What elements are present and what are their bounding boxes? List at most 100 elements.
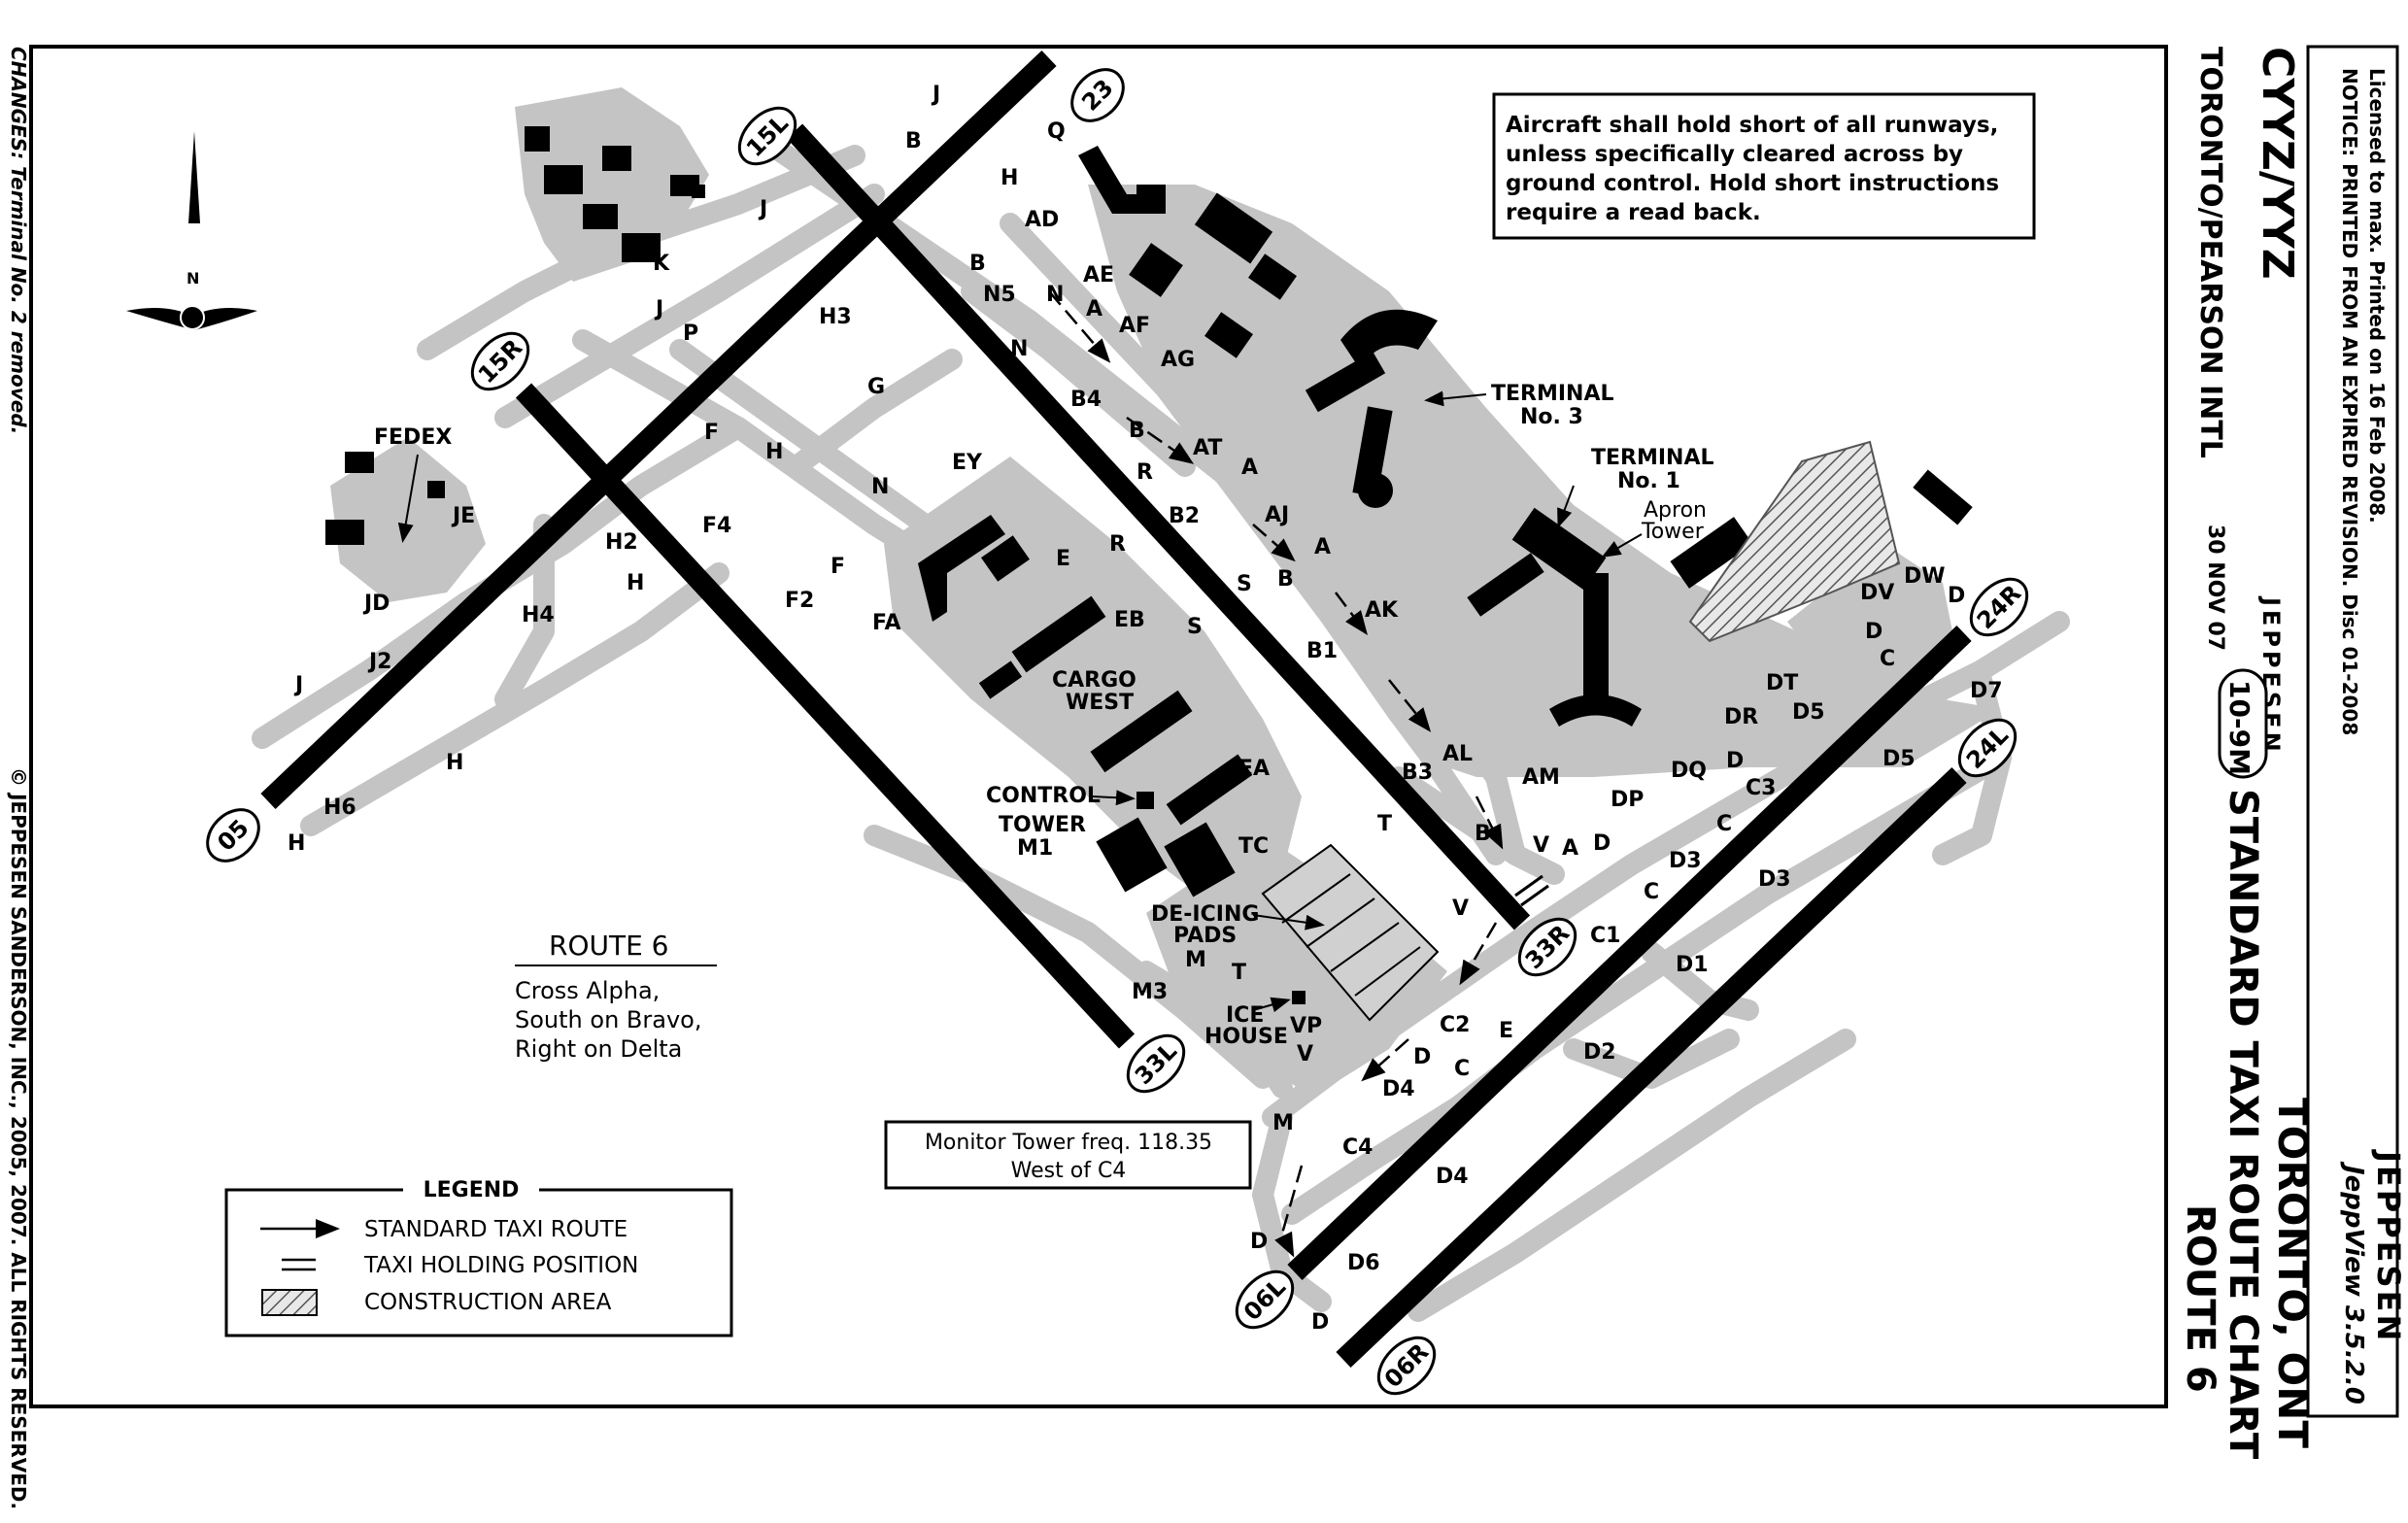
taxiway-label: A — [1562, 836, 1578, 861]
taxiway-label: H — [627, 571, 644, 595]
taxiway-label: C2 — [1440, 1013, 1470, 1037]
taxiway-label: J — [758, 197, 767, 221]
taxiway-label: V — [1533, 833, 1549, 858]
terminal1-pier-south — [1583, 573, 1609, 699]
taxiway-label: AE — [1083, 263, 1114, 288]
taxiway-label: EY — [952, 451, 983, 475]
route-arrow-9 — [1274, 1165, 1304, 1258]
legend-item-label: CONSTRUCTION AREA — [364, 1290, 612, 1315]
route-arrow-2 — [1126, 416, 1195, 464]
chart-number-badge: 10-9M — [2218, 668, 2268, 779]
taxiway-label: TC — [1238, 834, 1269, 859]
hangar-ad — [1078, 146, 1141, 214]
taxiway-label: N — [871, 475, 889, 499]
taxiway-label: D3 — [1758, 867, 1791, 892]
taxiway-label: H — [765, 440, 783, 464]
taxiway-d-south — [1407, 1029, 1856, 1322]
chart-date: 30 NOV 07 — [2203, 525, 2227, 651]
bldg-fedex-2 — [325, 520, 364, 545]
taxiway-label: B — [1277, 567, 1294, 592]
taxiway-label: S — [1237, 572, 1252, 596]
route-arrow-7 — [1459, 922, 1498, 986]
taxiway-label: H4 — [522, 603, 555, 627]
taxiway-label: EA — [1238, 757, 1270, 781]
legend-hatch-icon — [261, 1289, 318, 1316]
legend: LEGEND STANDARD TAXI ROUTE TAXI HOLDING … — [224, 1178, 733, 1337]
terminal3-building — [1340, 309, 1438, 369]
taxiway-label: C1 — [1590, 924, 1620, 948]
taxiway-label: C — [1716, 812, 1732, 836]
control-tower-label-1: CONTROL — [986, 784, 1101, 808]
terminal1-core — [1511, 507, 1607, 591]
holding-positions — [1514, 874, 1549, 907]
taxiway-n — [961, 281, 1196, 477]
taxiway-label: G — [867, 375, 885, 399]
apron-tower-label-1: Apron — [1644, 498, 1707, 523]
terminal1-label-2: No. 1 — [1617, 469, 1680, 493]
taxiway-label: D5 — [1792, 700, 1825, 725]
changes-note: CHANGES: Terminal No. 2 removed. — [7, 47, 30, 434]
terminal3-pier-west — [1305, 351, 1386, 413]
taxiway-label: A — [1086, 297, 1102, 322]
taxiway-label: F2 — [785, 589, 814, 613]
east-apron — [1787, 544, 1952, 699]
taxiway-label: D — [1865, 620, 1882, 644]
taxiway-label: V — [1297, 1042, 1313, 1066]
route-arrow-8 — [1361, 1038, 1409, 1082]
taxiway-label: H2 — [605, 530, 638, 555]
taxiway-label: F — [704, 421, 719, 445]
runway-label-05: 05 — [206, 808, 260, 863]
taxiway-label: H — [1001, 166, 1018, 190]
control-tower-label-2: TOWER — [999, 813, 1086, 837]
taxiway-label: AG — [1161, 348, 1195, 372]
taxiway-label: D2 — [1583, 1040, 1616, 1065]
bldg-cargo-4 — [1166, 754, 1253, 826]
fedex-apron — [330, 437, 486, 602]
runway-end-labels: 15L 33R 15R 33L 23 05 24R 06L — [206, 68, 2029, 1396]
notice-box: Aircraft shall hold short of all runways… — [1492, 92, 2036, 240]
taxiway-label: S — [1187, 615, 1203, 639]
taxiway-label: C — [1454, 1057, 1470, 1081]
taxiway-c — [1262, 611, 2070, 1128]
taxiway-label: N — [1046, 283, 1064, 307]
taxiway-label: T — [1377, 812, 1392, 836]
route-arrow-5 — [1388, 679, 1432, 732]
cargo-west-label-2: WEST — [1066, 691, 1134, 715]
route-arrow-1 — [1048, 290, 1111, 363]
taxiway-label: D — [1726, 749, 1744, 773]
runway-15r-33l — [515, 383, 1136, 1049]
taxiway-label: B — [969, 252, 986, 276]
taxiway-label: D — [1311, 1310, 1329, 1335]
taxiway-label: D5 — [1882, 747, 1916, 771]
taxiway-g — [786, 349, 963, 477]
brand-big: JEPPESEN — [2370, 1149, 2407, 1343]
bldg-ne-1 — [1136, 185, 1166, 214]
bldg-fa — [918, 515, 1005, 622]
notice-line: Aircraft shall hold short of all runways… — [1506, 113, 1998, 138]
chart-number: 10-9M — [2223, 680, 2255, 775]
header-frame — [2306, 45, 2399, 1418]
buildings — [325, 126, 1973, 1004]
taxiway-label: D — [1593, 831, 1611, 856]
taxiway-label: AD — [1025, 208, 1059, 232]
route-title: ROUTE 6 — [2178, 1204, 2222, 1393]
taxiway-label: J — [931, 83, 940, 107]
taxiway-label: M — [1185, 948, 1206, 972]
ice-house-label-1: ICE — [1226, 1003, 1264, 1028]
bldg-nw-7 — [692, 185, 705, 198]
bldg-cargo-1 — [1011, 595, 1106, 673]
terminal1-pod — [1549, 694, 1642, 727]
taxiway-label: D4 — [1382, 1077, 1415, 1101]
taxiway-label: T — [1232, 961, 1246, 985]
taxiway-label: AM — [1522, 765, 1560, 790]
standard-taxi-route — [1048, 290, 1504, 1258]
taxiway-label: E — [1056, 547, 1070, 571]
bldg-m1 — [1096, 817, 1168, 893]
taxiway-label: DT — [1766, 671, 1798, 695]
taxiway-label: JE — [451, 504, 475, 528]
taxiway-label: DW — [1904, 564, 1946, 589]
taxiway-label: H3 — [819, 305, 852, 329]
taxiway-label: N — [1010, 337, 1028, 361]
route-box-title: ROUTE 6 — [549, 930, 669, 962]
